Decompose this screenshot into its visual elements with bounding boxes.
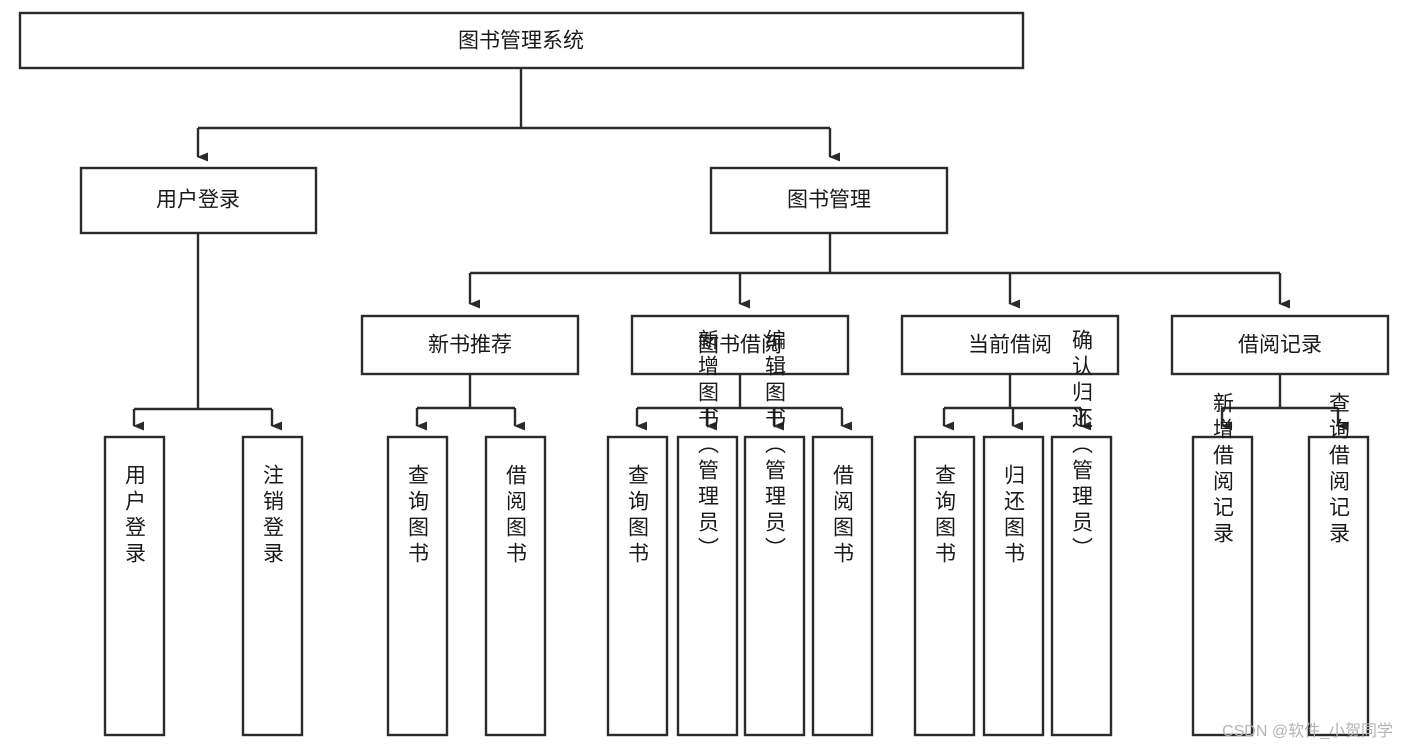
node-leaf-confirm-return-label: 确认归还（管理员） — [1070, 329, 1094, 563]
node-leaf-query-book-3-label: 查询图书 — [933, 464, 957, 568]
node-leaf-logout-login[interactable]: 注销登录 — [241, 435, 304, 737]
node-new-book-recommend-box — [360, 314, 580, 376]
node-leaf-query-book-2-box — [606, 435, 669, 737]
node-user-login-box — [79, 166, 318, 235]
node-leaf-add-record[interactable]: 新增借阅记录 — [1191, 392, 1254, 737]
node-root-box — [18, 11, 1025, 70]
node-current-borrow-box — [900, 314, 1120, 376]
node-leaf-query-record[interactable]: 查询借阅记录 — [1307, 392, 1370, 737]
node-leaf-user-login-box — [103, 435, 166, 737]
node-book-management[interactable]: 图书管理 — [709, 166, 949, 235]
node-leaf-query-book-3[interactable]: 查询图书 — [913, 435, 976, 737]
node-leaf-return-book-box — [982, 435, 1045, 737]
connector-group-root-to-level2 — [196, 68, 840, 162]
connector-group-user-login-to-leaves — [132, 233, 282, 431]
node-leaf-query-book-1-label: 查询图书 — [406, 464, 430, 568]
node-leaf-query-book-2-label: 查询图书 — [626, 464, 650, 568]
node-borrow-record-label: 借阅记录 — [1238, 334, 1322, 357]
node-leaf-add-book-box — [676, 435, 739, 737]
connector-group-current-borrow-to-leaves — [942, 374, 1091, 431]
node-leaf-borrow-book-1-label: 借阅图书 — [504, 464, 528, 568]
node-current-borrow-label: 当前借阅 — [968, 334, 1052, 357]
node-leaf-borrow-book-1-box — [484, 435, 547, 737]
node-leaf-query-book-3-box — [913, 435, 976, 737]
node-current-borrow[interactable]: 当前借阅 — [900, 314, 1120, 376]
node-user-login[interactable]: 用户登录 — [79, 166, 318, 235]
node-leaf-add-record-label: 新增借阅记录 — [1211, 392, 1235, 548]
node-leaf-logout-login-box — [241, 435, 304, 737]
node-leaf-add-book[interactable]: 新增图书（管理员） — [676, 329, 739, 737]
node-leaf-query-record-label: 查询借阅记录 — [1327, 392, 1351, 548]
node-borrow-record-box — [1170, 314, 1390, 376]
node-leaf-edit-book-label: 编辑图书（管理员） — [763, 329, 787, 563]
node-root-label: 图书管理系统 — [458, 30, 584, 53]
node-leaf-user-login-label: 用户登录 — [123, 464, 147, 568]
node-book-borrow-box — [630, 314, 850, 376]
node-leaf-confirm-return[interactable]: 确认归还（管理员） — [1050, 329, 1113, 737]
node-book-management-box — [709, 166, 949, 235]
node-leaf-add-book-label: 新增图书（管理员） — [696, 329, 720, 563]
node-leaf-query-record-box — [1307, 435, 1370, 737]
node-new-book-recommend[interactable]: 新书推荐 — [360, 314, 580, 376]
node-leaf-query-book-2[interactable]: 查询图书 — [606, 435, 669, 737]
connector-group-book-management-to-level3 — [468, 233, 1290, 309]
node-leaf-borrow-book-2-label: 借阅图书 — [831, 464, 855, 568]
node-user-login-label: 用户登录 — [156, 189, 240, 212]
node-leaf-edit-book[interactable]: 编辑图书（管理员） — [743, 329, 806, 737]
node-leaf-return-book[interactable]: 归还图书 — [982, 435, 1045, 737]
node-root-book-management-system[interactable]: 图书管理系统 — [18, 11, 1025, 70]
node-leaf-user-login[interactable]: 用户登录 — [103, 435, 166, 737]
node-leaf-add-record-box — [1191, 435, 1254, 737]
node-book-borrow[interactable]: 图书借阅 — [630, 314, 850, 376]
connector-group-book-borrow-to-leaves — [635, 374, 852, 431]
node-book-management-label: 图书管理 — [787, 189, 871, 212]
node-leaf-logout-login-label: 注销登录 — [261, 464, 285, 568]
node-leaf-confirm-return-box — [1050, 435, 1113, 737]
node-leaf-query-book-1[interactable]: 查询图书 — [386, 435, 449, 737]
connector-group-borrow-record-to-leaves — [1220, 374, 1348, 431]
node-leaf-edit-book-box — [743, 435, 806, 737]
node-leaf-return-book-label: 归还图书 — [1002, 464, 1026, 568]
node-leaf-borrow-book-2-box — [811, 435, 874, 737]
node-borrow-record[interactable]: 借阅记录 — [1170, 314, 1390, 376]
node-new-book-recommend-label: 新书推荐 — [428, 334, 512, 357]
node-leaf-borrow-book-2[interactable]: 借阅图书 — [811, 435, 874, 737]
node-leaf-borrow-book-1[interactable]: 借阅图书 — [484, 435, 547, 737]
node-leaf-query-book-1-box — [386, 435, 449, 737]
connector-group-new-book-recommend-to-leaves — [415, 374, 525, 431]
node-book-borrow-label: 图书借阅 — [698, 334, 782, 357]
